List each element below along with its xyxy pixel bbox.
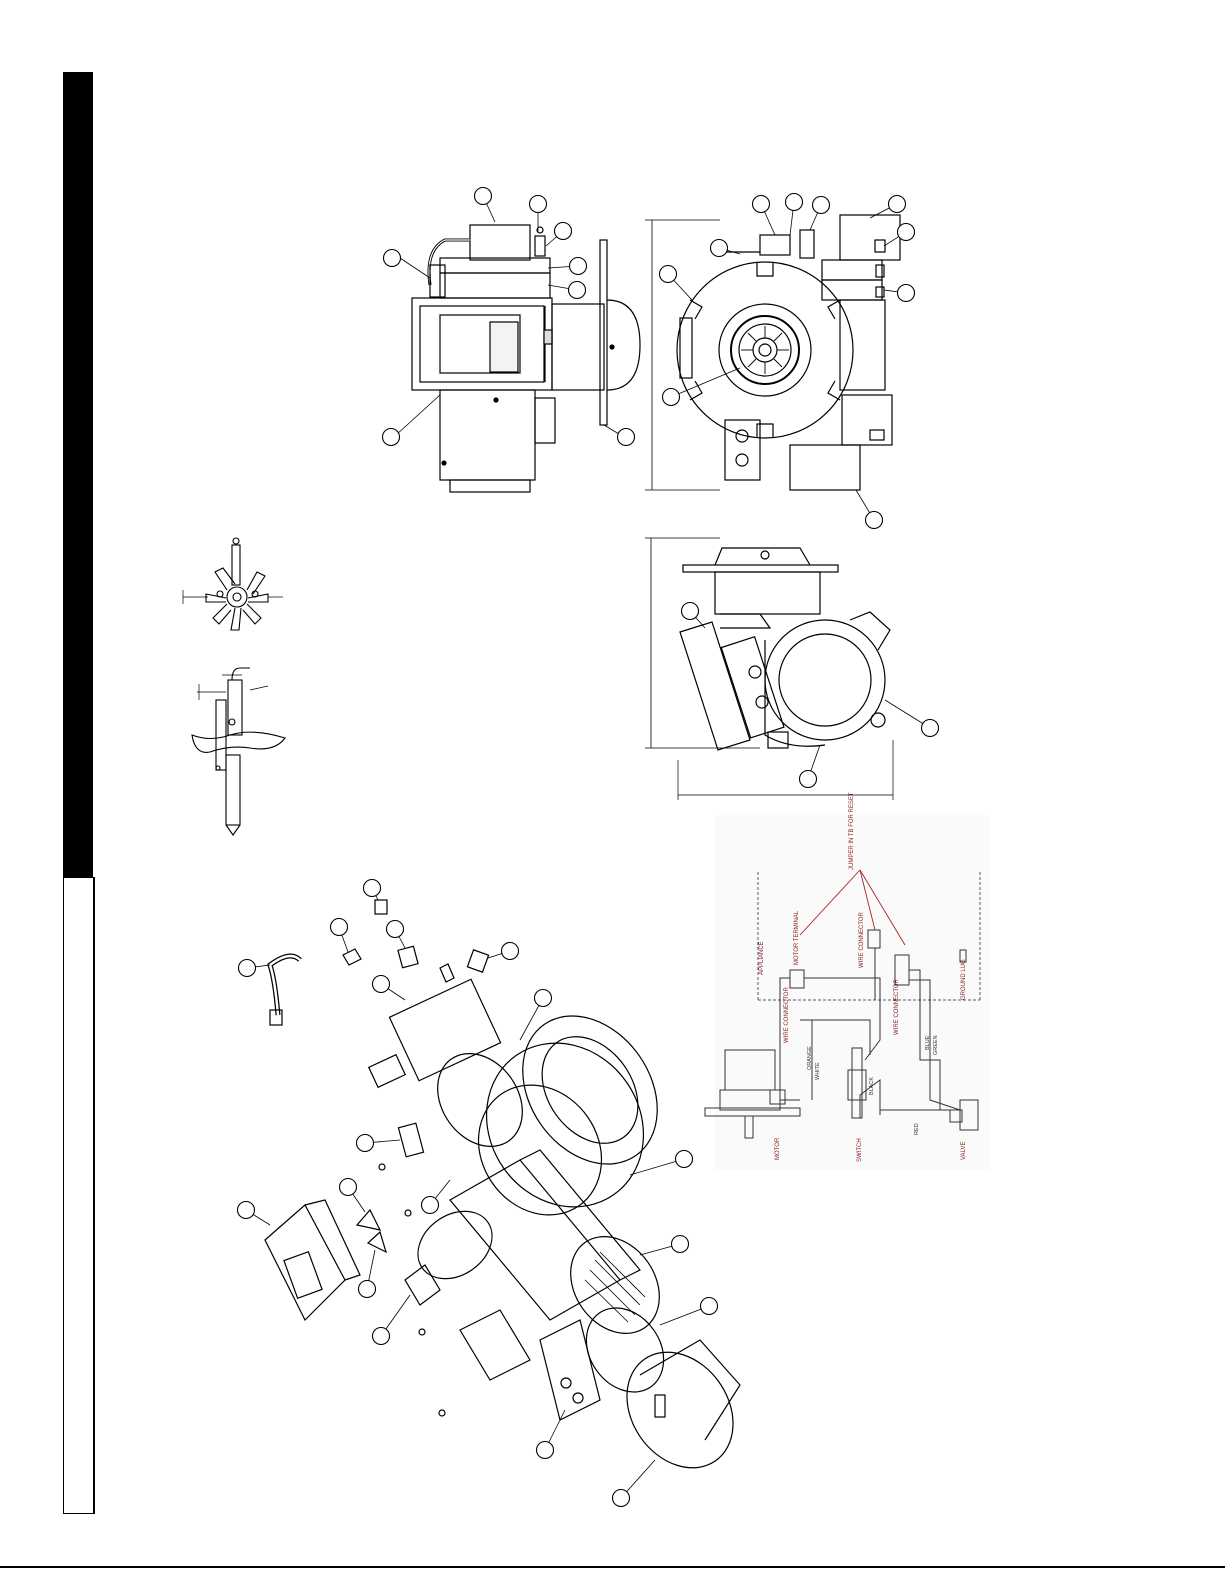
label-motor-terminal: MOTOR TERMINAL: [794, 910, 800, 965]
label-wire-connector-a: WIRE CONNECTOR: [784, 986, 790, 1043]
bottom-view-balloons: [682, 603, 939, 788]
burner-bottom-view: [645, 538, 893, 800]
front-view-balloons: [660, 194, 915, 529]
wiring-diagram: JUMPER IN TB FOR RESET APPLIANCE WIRE CO…: [705, 792, 990, 1170]
electrode-end-view: [183, 538, 283, 630]
wire-label-white: WHITE: [815, 1062, 821, 1080]
exploded-view-balloons: [238, 880, 718, 1507]
electrode-side-view: [192, 668, 285, 835]
burner-side-view: [412, 225, 640, 492]
label-ground-lug: GROUND LUG: [961, 959, 967, 1000]
jumper-note: JUMPER IN TB FOR RESET: [849, 792, 855, 870]
exploded-view: [265, 900, 755, 1488]
label-wire-connector-b: WIRE CONNECTOR: [859, 911, 865, 968]
wire-label-green: GREEN: [933, 1035, 939, 1055]
label-wire-connector-c: WIRE CONNECTOR: [894, 978, 900, 1035]
wire-label-blue: BLUE: [925, 1035, 931, 1050]
wire-label-red: RED: [914, 1123, 920, 1135]
label-motor: MOTOR: [775, 1137, 781, 1160]
burner-front-view: [645, 215, 900, 490]
wire-label-black: BLACK: [869, 1077, 875, 1095]
label-switch: SWITCH: [857, 1138, 863, 1162]
label-valve: VALVE: [961, 1142, 967, 1160]
label-appliance: APPLIANCE: [759, 941, 765, 975]
wire-label-orange: ORANGE: [807, 1046, 813, 1070]
